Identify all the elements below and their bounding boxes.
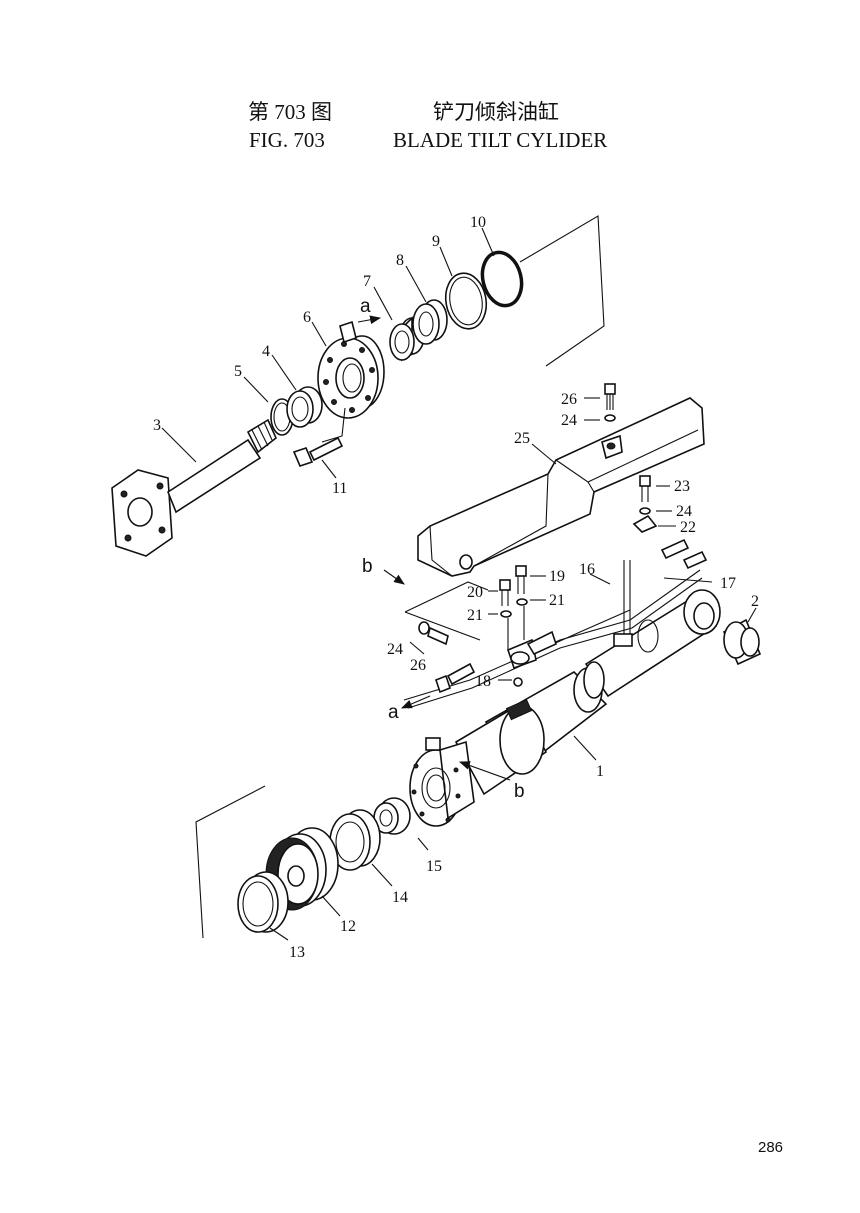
part-26-bolt-top [604, 383, 616, 422]
label-part-14: 14 [392, 889, 408, 906]
part-24-26-bolt-left [418, 621, 449, 646]
label-part-12: 12 [340, 918, 356, 935]
part-10-o-ring [480, 250, 524, 308]
ref-b-left: b [362, 556, 373, 577]
label-part-23: 23 [674, 478, 690, 495]
part-6-cylinder-head [317, 320, 385, 443]
part-block-fitting [507, 630, 557, 670]
label-part-9: 9 [432, 233, 440, 250]
ref-arrows [357, 315, 511, 781]
part-8-packing [412, 299, 448, 345]
label-part-4: 4 [262, 343, 270, 360]
part-14-ring [329, 809, 381, 871]
label-part-3: 3 [153, 417, 161, 434]
label-part-20: 20 [467, 584, 483, 601]
part-25-bracket-beam [417, 397, 705, 577]
part-bolt-lower [435, 662, 476, 694]
ref-b-right: b [514, 781, 525, 802]
part-13-wear-ring [237, 871, 289, 933]
part-9-backup-ring [444, 272, 488, 330]
label-part-18: 18 [475, 673, 491, 690]
label-part-6: 6 [303, 309, 311, 326]
part-19-20-21-bolts [499, 565, 528, 650]
label-part-21-right: 21 [549, 592, 565, 609]
label-part-19: 19 [549, 568, 565, 585]
label-part-1: 1 [596, 763, 604, 780]
label-part-8: 8 [396, 252, 404, 269]
label-part-26-top: 26 [561, 391, 577, 408]
label-part-21-left: 21 [467, 607, 483, 624]
page-number: 286 [758, 1139, 784, 1156]
label-part-10: 10 [470, 214, 486, 231]
figure-title-en: BLADE TILT CYLIDER [393, 128, 608, 152]
label-part-16: 16 [579, 561, 595, 578]
figure-number-cn: 第 703 图 [248, 100, 332, 124]
group-bracket-top [519, 215, 605, 367]
label-part-22: 22 [680, 519, 696, 536]
part-11-bolt [292, 436, 344, 467]
label-part-11: 11 [332, 480, 347, 497]
label-part-24-right: 24 [676, 503, 692, 520]
label-part-26-left: 26 [410, 657, 426, 674]
group-bracket-mid [404, 581, 489, 641]
figure-title-cn: 铲刀倾斜油缸 [433, 100, 559, 124]
label-part-24-top: 24 [561, 412, 577, 429]
label-part-17: 17 [720, 575, 736, 592]
part-23-bolt [632, 475, 658, 533]
part-1-cylinder-tube [409, 667, 608, 827]
label-part-25: 25 [514, 430, 530, 447]
ref-a-top: a [360, 296, 371, 317]
part-18-o-ring [513, 677, 523, 687]
part-2-bushing [722, 618, 762, 666]
ref-a-bottom: a [388, 702, 399, 723]
label-part-5: 5 [234, 363, 242, 380]
part-1-cylinder-eye [583, 589, 721, 699]
figure-number-en: FIG. 703 [249, 128, 325, 152]
label-part-24-left: 24 [387, 641, 403, 658]
label-part-15: 15 [426, 858, 442, 875]
label-part-2: 2 [751, 593, 759, 610]
label-part-13: 13 [289, 944, 305, 961]
group-bracket-bottom [195, 785, 266, 939]
part-3-piston-rod [111, 418, 277, 557]
label-part-7: 7 [363, 273, 371, 290]
part-4-bushing [286, 386, 323, 428]
leader-lines [161, 227, 757, 941]
